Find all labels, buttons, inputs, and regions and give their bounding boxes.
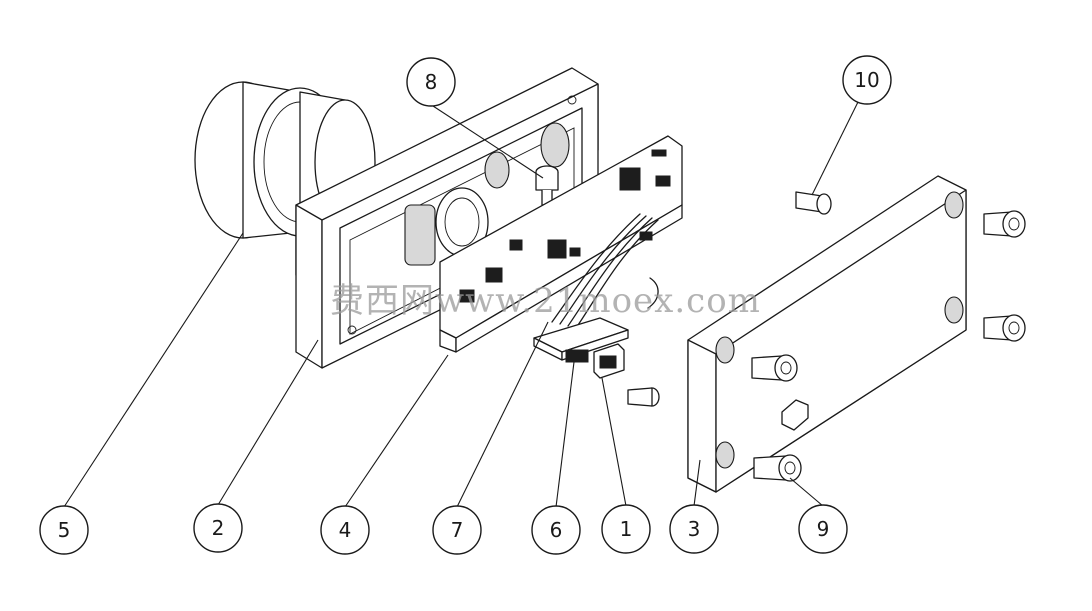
- part-10-screw: [795, 191, 832, 215]
- svg-text:7: 7: [451, 518, 464, 542]
- small-screw: [627, 387, 660, 407]
- part-3-back-cover: [687, 175, 967, 493]
- svg-text:4: 4: [339, 518, 352, 542]
- callout-10: 10: [842, 55, 892, 105]
- leader-lines: [63, 101, 859, 508]
- callout-9: 9: [798, 504, 848, 554]
- watermark: 费西网www.21moex.com: [330, 281, 761, 321]
- svg-text:3: 3: [688, 517, 701, 541]
- part-9-socket-screws: [751, 210, 1026, 482]
- svg-text:9: 9: [817, 517, 830, 541]
- callout-2: 2: [193, 503, 243, 553]
- svg-text:2: 2: [212, 516, 225, 540]
- part-1-connector: [593, 343, 625, 379]
- svg-text:8: 8: [425, 70, 438, 94]
- callout-5: 5: [39, 505, 89, 555]
- part-7-wire-harness: [551, 213, 659, 329]
- callout-4: 4: [320, 505, 370, 555]
- svg-text:1: 1: [620, 517, 633, 541]
- svg-text:5: 5: [58, 518, 71, 542]
- callout-7: 7: [432, 505, 482, 555]
- callout-6: 6: [531, 505, 581, 555]
- svg-text:10: 10: [854, 68, 879, 92]
- callout-8: 8: [406, 57, 456, 107]
- callout-1: 1: [601, 504, 651, 554]
- svg-text:6: 6: [550, 518, 563, 542]
- part-2-housing-frame: [295, 67, 599, 369]
- part-6-module-board: [533, 317, 629, 363]
- callout-3: 3: [669, 504, 719, 554]
- part-4-pcb: [439, 135, 683, 353]
